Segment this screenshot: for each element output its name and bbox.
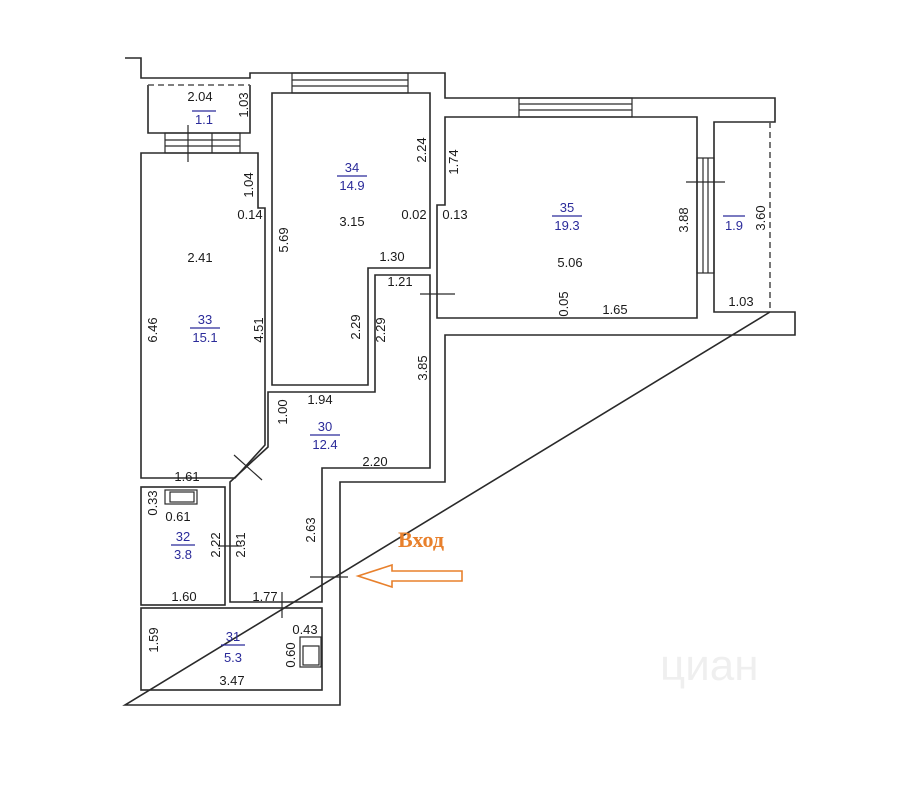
dimension: 2.41: [187, 250, 212, 265]
dimension: 3.88: [676, 207, 691, 232]
entrance-arrow-icon: [355, 563, 463, 589]
dimension: 2.63: [303, 517, 318, 542]
dimension: 2.31: [233, 532, 248, 557]
dimension: 0.61: [165, 509, 190, 524]
room-label-32: 32 3.8: [171, 529, 195, 562]
dimension: 6.46: [145, 317, 160, 342]
svg-text:1.1: 1.1: [195, 112, 213, 127]
svg-text:35: 35: [560, 200, 574, 215]
room-label-30: 30 12.4: [310, 419, 340, 452]
dimension: 2.22: [208, 532, 223, 557]
svg-text:32: 32: [176, 529, 190, 544]
dimension: 3.60: [753, 205, 768, 230]
svg-text:3.8: 3.8: [174, 547, 192, 562]
balcony-2-outline: [713, 121, 770, 313]
room-34-outline: [271, 92, 431, 386]
watermark: циан: [660, 641, 759, 690]
balcony-door: [686, 157, 725, 274]
svg-text:31: 31: [226, 629, 240, 644]
dimension: 2.24: [414, 137, 429, 162]
dimension: 1.00: [275, 399, 290, 424]
bathtub-icon: [164, 489, 198, 505]
dimension: 5.06: [557, 255, 582, 270]
dimension: 5.69: [276, 227, 291, 252]
dimension: 3.15: [339, 214, 364, 229]
room-label-35: 35 19.3: [552, 200, 582, 233]
room-35-outline: [436, 116, 698, 319]
dimension: 1.94: [307, 392, 332, 407]
svg-text:5.3: 5.3: [224, 650, 242, 665]
svg-text:30: 30: [318, 419, 332, 434]
dimension: 0.02: [401, 207, 426, 222]
dimension: 0.13: [442, 207, 467, 222]
svg-text:14.9: 14.9: [339, 178, 364, 193]
dimension: 1.74: [446, 149, 461, 174]
dimension: 2.04: [187, 89, 212, 104]
room-33-outline: [140, 152, 266, 479]
dimension: 2.29: [373, 317, 388, 342]
dimension: 3.47: [219, 673, 244, 688]
room-label-31: 31 5.3: [221, 629, 245, 665]
dimension: 3.85: [415, 355, 430, 380]
svg-text:19.3: 19.3: [554, 218, 579, 233]
dimension: 0.14: [237, 207, 262, 222]
room-label-33: 33 15.1: [190, 312, 220, 345]
dimension-labels: 2.04 1.03 1.04 0.14 2.41 6.46 4.51 5.69 …: [145, 89, 768, 688]
dimension: 4.51: [251, 317, 266, 342]
dimension: 2.20: [362, 454, 387, 469]
door-mark: [233, 454, 263, 481]
dimension: 1.60: [171, 589, 196, 604]
dimension: 1.65: [602, 302, 627, 317]
dimension: 1.30: [379, 249, 404, 264]
room-label-balcony-1: 1.1: [192, 110, 216, 127]
dimension: 0.60: [283, 642, 298, 667]
svg-text:34: 34: [345, 160, 359, 175]
dimension: 1.03: [236, 92, 251, 117]
dimension: 1.61: [174, 469, 199, 484]
room-label-34: 34 14.9: [337, 160, 367, 193]
dimension: 1.21: [387, 274, 412, 289]
entrance-label: Вход: [398, 527, 444, 552]
dimension: 0.33: [145, 490, 160, 515]
room-32-outline: [140, 486, 226, 606]
dimension: 1.59: [146, 627, 161, 652]
room-label-balcony-2: 1.9: [723, 215, 745, 233]
room-34-window: [291, 72, 409, 94]
dimension: 2.29: [348, 314, 363, 339]
room-30-outline: [229, 274, 431, 603]
sink-icon: [299, 636, 322, 668]
dimension: 1.03: [728, 294, 753, 309]
room-35-window: [518, 97, 633, 118]
svg-text:33: 33: [198, 312, 212, 327]
svg-text:1.9: 1.9: [725, 218, 743, 233]
svg-text:15.1: 15.1: [192, 330, 217, 345]
dimension: 1.04: [241, 172, 256, 197]
room-31-outline: [140, 607, 323, 691]
dimension: 0.43: [292, 622, 317, 637]
dimension: 1.77: [252, 589, 277, 604]
balcony-1-window: [164, 125, 241, 162]
dimension: 0.05: [556, 291, 571, 316]
svg-text:12.4: 12.4: [312, 437, 337, 452]
